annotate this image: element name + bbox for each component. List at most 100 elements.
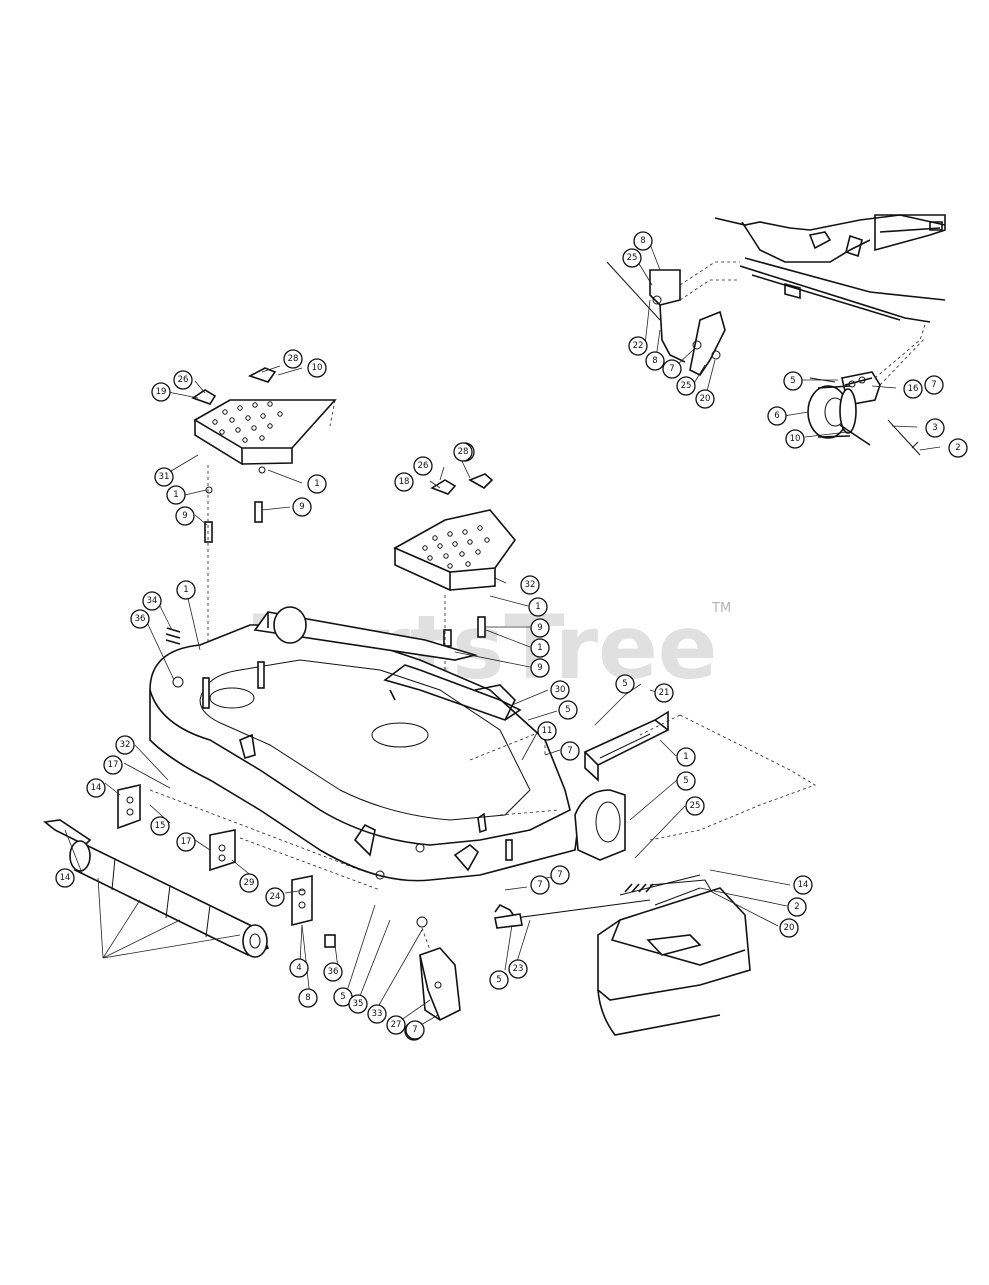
callout-circle — [925, 418, 945, 438]
callout-5[interactable]: 5 — [615, 674, 635, 694]
leader-lines — [64, 243, 941, 1031]
callout-7[interactable]: 7 — [560, 741, 580, 761]
callout-number: 1 — [173, 490, 178, 500]
callout-7[interactable]: 7 — [530, 875, 550, 895]
callout-1[interactable]: 1 — [166, 485, 186, 505]
callout-5[interactable]: 5 — [676, 771, 696, 791]
callout-30[interactable]: 30 — [550, 680, 570, 700]
callout-36[interactable]: 36 — [130, 609, 150, 629]
callout-number: 6 — [774, 411, 779, 421]
callout-26[interactable]: 26 — [173, 370, 193, 390]
callout-14[interactable]: 14 — [86, 778, 106, 798]
callout-5[interactable]: 5 — [489, 970, 509, 990]
callout-25[interactable]: 25 — [676, 376, 696, 396]
callout-8[interactable]: 8 — [645, 351, 665, 371]
callout-33[interactable]: 33 — [367, 1004, 387, 1024]
callout-number: 31 — [159, 472, 170, 482]
callout-7[interactable]: 7 — [405, 1020, 425, 1040]
callout-31[interactable]: 31 — [154, 467, 174, 487]
callout-circle — [530, 658, 550, 678]
callout-22[interactable]: 22 — [628, 336, 648, 356]
callout-11[interactable]: 11 — [537, 721, 557, 741]
callout-17[interactable]: 17 — [176, 832, 196, 852]
callout-circle — [151, 382, 171, 402]
callout-circle — [537, 721, 557, 741]
callout-1[interactable]: 1 — [676, 747, 696, 767]
callout-circle — [767, 406, 787, 426]
callout-8[interactable]: 8 — [633, 231, 653, 251]
callout-36[interactable]: 36 — [323, 962, 343, 982]
callout-20[interactable]: 20 — [779, 918, 799, 938]
callout-1[interactable]: 1 — [530, 638, 550, 658]
callout-number: 9 — [299, 502, 304, 512]
callout-35[interactable]: 35 — [348, 994, 368, 1014]
callout-2[interactable]: 2 — [948, 438, 968, 458]
callout-circle — [239, 873, 259, 893]
center-hanger — [416, 916, 461, 1021]
callout-number: 25 — [627, 253, 638, 263]
callout-number: 29 — [244, 878, 255, 888]
callout-1[interactable]: 1 — [176, 580, 196, 600]
callout-number: 33 — [372, 1009, 383, 1019]
callout-18[interactable]: 18 — [394, 472, 414, 492]
callout-16[interactable]: 16 — [903, 379, 923, 399]
callout-9[interactable]: 9 — [175, 506, 195, 526]
callout-7[interactable]: 7 — [662, 359, 682, 379]
callout-25[interactable]: 25 — [622, 248, 642, 268]
callout-17[interactable]: 17 — [103, 755, 123, 775]
callout-circle — [785, 429, 805, 449]
callout-6[interactable]: 6 — [767, 406, 787, 426]
callout-number: 10 — [790, 434, 801, 444]
callout-9[interactable]: 9 — [292, 497, 312, 517]
callout-number: 4 — [296, 963, 301, 973]
callout-21[interactable]: 21 — [654, 683, 674, 703]
callout-14[interactable]: 14 — [793, 875, 813, 895]
callout-number: 20 — [784, 923, 795, 933]
callout-5[interactable]: 5 — [783, 371, 803, 391]
callout-34[interactable]: 34 — [142, 591, 162, 611]
callout-circle — [695, 389, 715, 409]
callout-number: 8 — [640, 236, 645, 246]
callout-25[interactable]: 25 — [685, 796, 705, 816]
callout-9[interactable]: 9 — [530, 658, 550, 678]
callout-5[interactable]: 5 — [558, 700, 578, 720]
callout-circle — [348, 994, 368, 1014]
callout-number: 8 — [305, 993, 310, 1003]
callout-29[interactable]: 29 — [239, 873, 259, 893]
callout-circle — [528, 597, 548, 617]
callout-1[interactable]: 1 — [528, 597, 548, 617]
callout-26[interactable]: 26 — [413, 456, 433, 476]
callout-3[interactable]: 3 — [925, 418, 945, 438]
callout-circle — [150, 816, 170, 836]
callout-2[interactable]: 2 — [787, 897, 807, 917]
callout-number: 26 — [418, 461, 429, 471]
callout-10[interactable]: 10 — [307, 358, 327, 378]
callout-28[interactable]: 28 — [453, 442, 473, 462]
callout-7[interactable]: 7 — [550, 865, 570, 885]
callout-circle — [615, 674, 635, 694]
callout-15[interactable]: 15 — [150, 816, 170, 836]
callout-20[interactable]: 20 — [695, 389, 715, 409]
callout-24[interactable]: 24 — [265, 887, 285, 907]
callout-number: 27 — [391, 1020, 402, 1030]
callout-1[interactable]: 1 — [307, 474, 327, 494]
callout-number: 14 — [91, 783, 102, 793]
callout-28[interactable]: 28 — [283, 349, 303, 369]
callout-circle — [265, 887, 285, 907]
callout-14[interactable]: 14 — [55, 868, 75, 888]
callout-19[interactable]: 19 — [151, 382, 171, 402]
callout-number: 36 — [328, 967, 339, 977]
callout-10[interactable]: 10 — [785, 429, 805, 449]
callout-circle — [793, 875, 813, 895]
callout-number: 17 — [181, 837, 192, 847]
callout-32[interactable]: 32 — [115, 735, 135, 755]
callout-23[interactable]: 23 — [508, 959, 528, 979]
callout-4[interactable]: 4 — [289, 958, 309, 978]
callout-7[interactable]: 7 — [924, 375, 944, 395]
callout-32[interactable]: 32 — [520, 575, 540, 595]
callout-9[interactable]: 9 — [530, 618, 550, 638]
callout-8[interactable]: 8 — [298, 988, 318, 1008]
callout-number: 30 — [555, 685, 566, 695]
callout-circle — [394, 472, 414, 492]
callout-27[interactable]: 27 — [386, 1015, 406, 1035]
